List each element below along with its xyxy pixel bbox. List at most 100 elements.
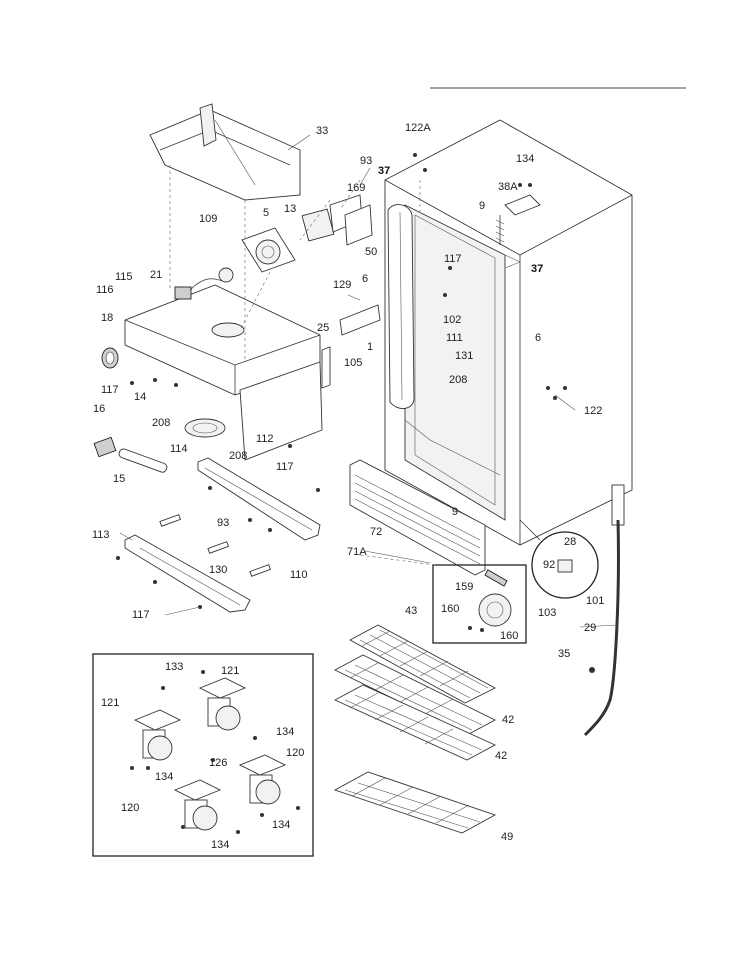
- shelf-42-b: [333, 684, 497, 761]
- callout: 33: [316, 125, 328, 137]
- callout: 115: [115, 271, 133, 283]
- callout: 116: [96, 284, 114, 296]
- callout: 102: [443, 314, 461, 326]
- relay-21: [174, 267, 234, 300]
- drip-tray-114: [184, 418, 226, 438]
- detail-circle: [519, 519, 599, 599]
- callout: 93: [360, 155, 372, 167]
- callout: 29: [584, 622, 596, 634]
- cabinet: [384, 119, 633, 546]
- callout: 35: [558, 648, 570, 660]
- callout: 92: [543, 559, 555, 571]
- kickplate-72: [349, 459, 486, 576]
- callout: 9: [452, 506, 458, 518]
- caster-121-a: [133, 709, 182, 761]
- callout: 134: [155, 771, 173, 783]
- callout: 122: [584, 405, 602, 417]
- callout: 18: [101, 312, 113, 324]
- callout: 111: [446, 332, 463, 344]
- callout: 42: [495, 750, 507, 762]
- power-cord-29: [583, 519, 620, 737]
- callout: 105: [344, 357, 362, 369]
- callout: 129: [333, 279, 351, 291]
- thermostat-159: [478, 569, 512, 627]
- screws-130: [159, 514, 271, 577]
- callout: 101: [586, 595, 604, 607]
- callout: 117: [276, 461, 294, 473]
- callout: 37: [378, 165, 390, 177]
- callout: 103: [538, 607, 556, 619]
- callout: 120: [121, 802, 139, 814]
- callout: 110: [290, 569, 308, 581]
- callout: 13: [284, 203, 296, 215]
- base-bracket-113: [124, 534, 251, 613]
- callout: 133: [165, 661, 183, 673]
- callout: 25: [317, 322, 329, 334]
- callout: 15: [113, 473, 125, 485]
- alignment-lines: [169, 165, 436, 566]
- callout: 208: [449, 374, 467, 386]
- callout: 121: [221, 665, 239, 677]
- thermostat-inset-box: [432, 564, 527, 644]
- cord-16-15: [93, 436, 168, 473]
- callout: 16: [93, 403, 105, 415]
- fan-shroud-109: [241, 227, 296, 273]
- hinge-50-169: [344, 204, 373, 246]
- callout: 37: [531, 263, 543, 275]
- door-gasket: [387, 204, 415, 409]
- callout: 126: [209, 757, 227, 769]
- top-cover-33: [149, 103, 301, 201]
- callout: 72: [370, 526, 382, 538]
- callout: 14: [134, 391, 146, 403]
- callout: 208: [152, 417, 170, 429]
- callout: 122A: [405, 122, 431, 134]
- callout: 21: [150, 269, 162, 281]
- caster-120-a: [173, 779, 222, 831]
- callout: 160: [500, 630, 518, 642]
- callout: 50: [365, 246, 377, 258]
- callout: 160: [441, 603, 459, 615]
- callout: 112: [256, 433, 274, 445]
- callout: 117: [444, 253, 462, 265]
- callout: 114: [170, 443, 188, 455]
- callout: 1: [367, 341, 373, 353]
- callout: 131: [455, 350, 473, 362]
- callout: 109: [199, 213, 217, 225]
- shelf-43: [349, 624, 496, 704]
- shield-112: [239, 361, 323, 461]
- callout: 9: [479, 200, 485, 212]
- rail-110: [197, 457, 321, 541]
- callout: 38A: [498, 181, 518, 193]
- callout: 93: [217, 517, 229, 529]
- callout: 71A: [347, 546, 367, 558]
- bracket-105: [321, 346, 331, 389]
- top-hinge-38A: [495, 194, 541, 245]
- callout: 117: [132, 609, 150, 621]
- callout: 159: [455, 581, 473, 593]
- callout: 134: [272, 819, 290, 831]
- callout: 117: [101, 384, 119, 396]
- caster-inset-box: [92, 653, 314, 857]
- callout: 28: [564, 536, 576, 548]
- caster-121-b: [198, 677, 247, 731]
- callout: 120: [286, 747, 304, 759]
- callout: 113: [92, 529, 110, 541]
- callout: 134: [276, 726, 294, 738]
- callout: 43: [405, 605, 417, 617]
- shelf-49: [333, 771, 497, 834]
- caster-120-b: [238, 754, 287, 805]
- callout: 134: [211, 839, 229, 851]
- callout: 6: [362, 273, 368, 285]
- bracket-129-1: [339, 294, 381, 336]
- callout: 5: [263, 207, 269, 219]
- callout: 169: [347, 182, 365, 194]
- screws: [116, 153, 595, 834]
- leader-lines: [119, 134, 619, 628]
- ring-18: [101, 347, 119, 369]
- callout: 6: [535, 332, 541, 344]
- callout: 208: [229, 450, 247, 462]
- callout: 121: [101, 697, 119, 709]
- callout: 134: [516, 153, 534, 165]
- callout: 49: [501, 831, 513, 843]
